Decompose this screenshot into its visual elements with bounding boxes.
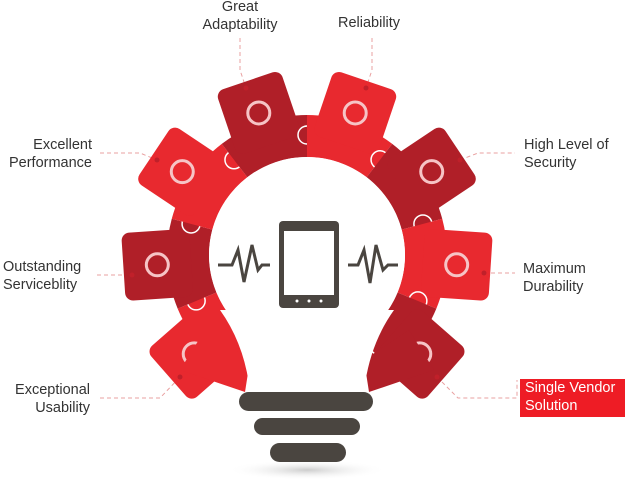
pulse-left-icon <box>218 244 270 283</box>
connector-dot <box>481 270 487 276</box>
connector-dot <box>434 374 440 380</box>
base-ring-3 <box>270 443 346 462</box>
gear-segment-durability <box>397 218 493 311</box>
neck-right <box>364 330 434 392</box>
wrench-screwdriver-icon <box>144 252 170 278</box>
chain-link-icon <box>444 252 470 278</box>
gear-segment-reliability <box>307 71 397 178</box>
gear-segment-adaptability <box>217 71 317 178</box>
tablet-icon <box>279 221 339 308</box>
arrows-cross-icon <box>246 100 272 126</box>
connector-dot <box>154 157 160 163</box>
bulb-shadow <box>227 460 387 480</box>
gear-segment-performance <box>138 127 248 230</box>
base-ring-2 <box>254 418 360 435</box>
shield-check-icon <box>342 100 368 126</box>
gear-segment-serviceability <box>121 214 217 309</box>
connector-dot <box>363 85 369 91</box>
pulse-right-icon <box>348 244 398 284</box>
neck-left <box>180 330 250 392</box>
speedometer-icon <box>169 159 195 185</box>
connector-dot <box>177 374 183 380</box>
connector-dot <box>457 157 463 163</box>
connector-dot <box>129 272 135 278</box>
padlock-icon <box>419 159 445 185</box>
connector-dot <box>243 85 249 91</box>
gear-segment-security <box>366 127 476 234</box>
bulb-neck <box>220 310 394 392</box>
bulb-base <box>239 392 373 462</box>
base-ring-1 <box>239 392 373 411</box>
label-reliability: Reliability <box>338 15 401 31</box>
